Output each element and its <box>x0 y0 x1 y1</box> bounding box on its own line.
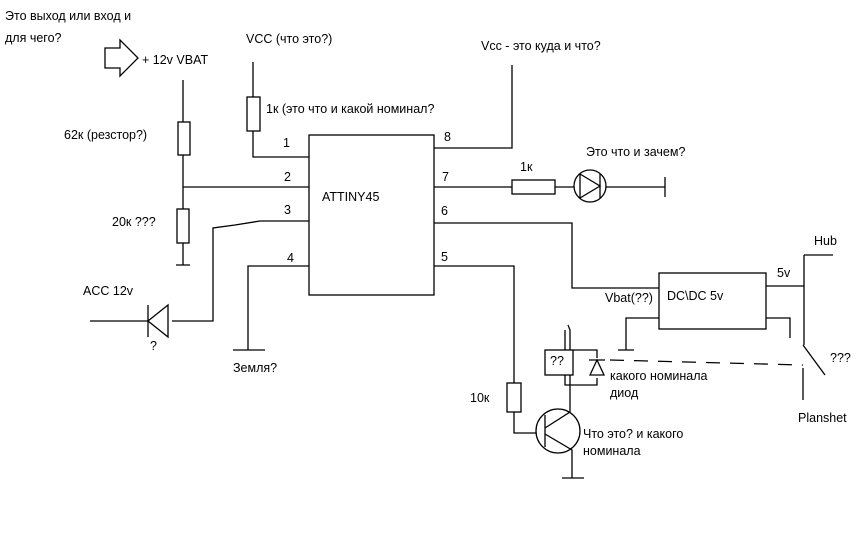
question-io: Это выход или вход и <box>5 9 131 23</box>
pin-6: 6 <box>441 204 448 218</box>
planshet-label: Planshet <box>798 411 847 425</box>
pin-1: 1 <box>283 136 290 150</box>
out5v-label: 5v <box>777 266 791 280</box>
pin-2: 2 <box>284 170 291 184</box>
resistor-10k <box>506 382 522 413</box>
pin-7: 7 <box>442 170 449 184</box>
r1k-label: 1к <box>520 160 533 174</box>
input-arrow-icon <box>104 38 139 78</box>
vbat-wire <box>176 80 309 266</box>
dcdc-label: DC\DC 5v <box>667 289 724 303</box>
resistor-1k-vcc <box>246 96 261 132</box>
diode-nominal: какого номинала <box>610 369 708 383</box>
transistor-q-2: номинала <box>583 444 641 458</box>
vcc-question: VCC (что это?) <box>246 32 332 46</box>
relay-box <box>544 349 574 376</box>
diode-q-label: ? <box>150 339 157 353</box>
transistor-q: Что это? и какого <box>583 427 683 441</box>
led-circle <box>573 169 607 203</box>
switch-wire <box>802 344 826 400</box>
pin-8: 8 <box>444 130 451 144</box>
pin8-wire <box>434 65 513 149</box>
switch-q-label: ??? <box>830 351 851 365</box>
hub-label: Hub <box>814 234 837 248</box>
pin3-wire <box>90 220 309 322</box>
hub-wire <box>803 254 833 345</box>
r20k-label: 20к ??? <box>112 215 156 229</box>
diode-nominal-2: диод <box>610 386 639 400</box>
ground-wire <box>233 265 309 351</box>
transistor-circle <box>535 408 581 454</box>
question-io-2: для чего? <box>5 31 62 45</box>
resistor-1k <box>511 179 556 195</box>
attiny45-chip <box>308 134 435 296</box>
vbat-q-label: Vbat(??) <box>605 291 653 305</box>
ground-label: Земля? <box>233 361 277 375</box>
led-question: Это что и зачем? <box>586 145 685 159</box>
vcc-where: Vcc - это куда и что? <box>481 39 601 53</box>
pin6-wire <box>434 222 659 289</box>
r62k-label: 62к (резстор?) <box>64 128 147 142</box>
pin5-wire <box>434 265 540 434</box>
dashed-link <box>609 359 804 366</box>
relay-label: ?? <box>550 354 564 368</box>
diode-acc-icon <box>146 303 169 339</box>
resistor-20k <box>176 208 190 244</box>
vbat-label: + 12v VBAT <box>142 53 208 67</box>
r1k-question: 1к (это что и какой номинал? <box>266 102 434 116</box>
pin-5: 5 <box>441 250 448 264</box>
pin7-wire <box>434 177 666 197</box>
relay-wire <box>564 330 598 386</box>
resistor-62k <box>177 121 191 156</box>
r10k-label: 10к <box>470 391 490 405</box>
acc-label: ACC 12v <box>83 284 134 298</box>
pin-3: 3 <box>284 203 291 217</box>
pin-4: 4 <box>287 251 294 265</box>
dcdc-out-wire <box>618 285 804 351</box>
led-diode-icon <box>579 172 602 200</box>
vcc-wire <box>252 62 309 158</box>
relay-diode-icon <box>588 358 606 376</box>
chip-label: ATTINY45 <box>322 190 379 204</box>
dcdc-block <box>658 272 767 330</box>
